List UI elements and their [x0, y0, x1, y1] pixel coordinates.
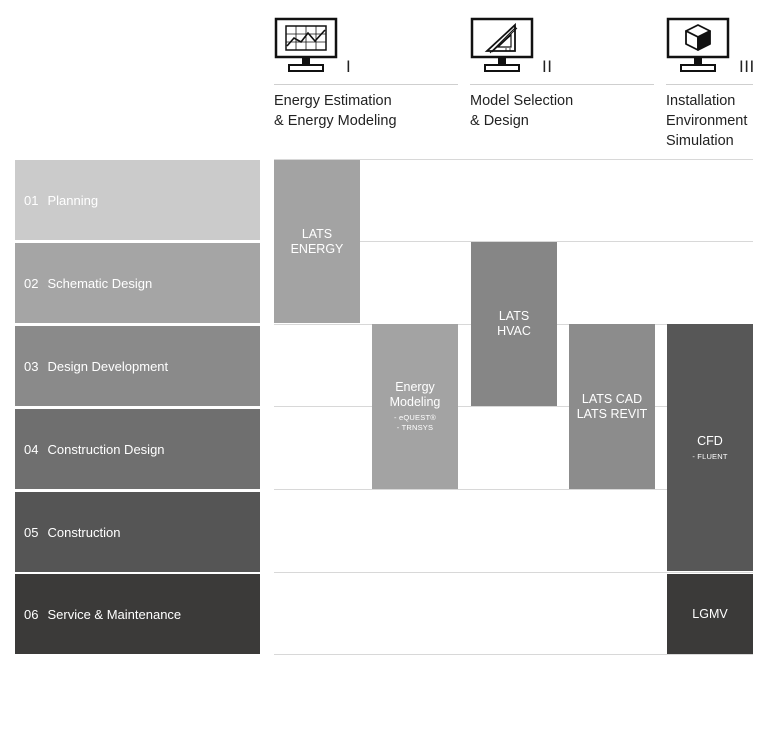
tool-block-lgmv: LGMV: [667, 574, 753, 654]
stage-name: Design Development: [47, 358, 169, 374]
tool-name: LGMV: [692, 606, 728, 621]
stage-row-construction: 05 Construction: [15, 492, 260, 572]
grid-line: [274, 241, 753, 242]
grid-line: [274, 572, 753, 573]
grid-line: [274, 159, 753, 160]
phase-title: Energy Estimation & Energy Modeling: [274, 93, 397, 129]
grid-line: [274, 654, 753, 655]
stage-label: 04 Construction Design: [24, 409, 165, 489]
grid-line: [274, 406, 753, 407]
phase-numeral: II: [542, 57, 553, 76]
phase-title: Installation Environment Simulation: [666, 93, 748, 149]
stage-number: 06: [24, 606, 39, 622]
tool-name: LATS ENERGY: [290, 226, 344, 256]
tool-subtitle: - eQUEST® - TRNSYS: [394, 413, 436, 432]
stage-name: Construction Design: [47, 441, 165, 457]
tool-block-energy-modeling: Energy Modeling - eQUEST® - TRNSYS: [372, 324, 458, 489]
stage-row-design-development: 03 Design Development: [15, 326, 260, 406]
tool-subtitle: - FLUENT: [692, 451, 728, 461]
phase-divider: [666, 84, 753, 85]
stage-number: 01: [24, 192, 39, 208]
stage-number: 02: [24, 275, 39, 291]
stage-name: Construction: [47, 524, 121, 540]
tool-block-cfd: CFD - FLUENT: [667, 324, 753, 571]
monitor-chart-icon: [274, 17, 338, 72]
tool-name: LATS HVAC: [497, 309, 531, 338]
stage-row-construction-design: 04 Construction Design: [15, 409, 260, 489]
stage-number: 03: [24, 358, 39, 374]
phase-numeral: I: [346, 57, 352, 76]
stage-number: 04: [24, 441, 39, 457]
stage-name: Service & Maintenance: [47, 606, 182, 622]
stage-name: Schematic Design: [47, 275, 153, 291]
stage-label: 05 Construction: [24, 492, 120, 572]
phase-title: Model Selection & Design: [470, 93, 574, 129]
stage-label: 01 Planning: [24, 160, 98, 240]
stage-name: Planning: [47, 192, 99, 208]
stage-row-planning: 01 Planning: [15, 160, 260, 240]
tool-block-lats-energy: LATS ENERGY: [274, 160, 360, 323]
stage-label: 03 Design Development: [24, 326, 168, 406]
grid-line: [274, 489, 753, 490]
phase-divider: [274, 84, 458, 85]
monitor-cube-icon: [666, 17, 730, 72]
phase-numeral: III: [739, 57, 755, 76]
tool-name: CFD: [697, 433, 723, 448]
stage-row-service-maintenance: 06 Service & Maintenance: [15, 574, 260, 654]
stage-label: 02 Schematic Design: [24, 243, 152, 323]
stage-row-schematic-design: 02 Schematic Design: [15, 243, 260, 323]
monitor-drafting-triangle-icon: [470, 17, 534, 72]
stage-number: 05: [24, 524, 39, 540]
stage-label: 06 Service & Maintenance: [24, 574, 181, 654]
tool-block-lats-cad-revit: LATS CAD LATS REVIT: [569, 324, 655, 489]
phase-divider: [470, 84, 654, 85]
tool-block-lats-hvac: LATS HVAC: [471, 242, 557, 406]
tool-name: LATS CAD LATS REVIT: [576, 391, 648, 421]
tool-name: Energy Modeling: [389, 380, 441, 409]
